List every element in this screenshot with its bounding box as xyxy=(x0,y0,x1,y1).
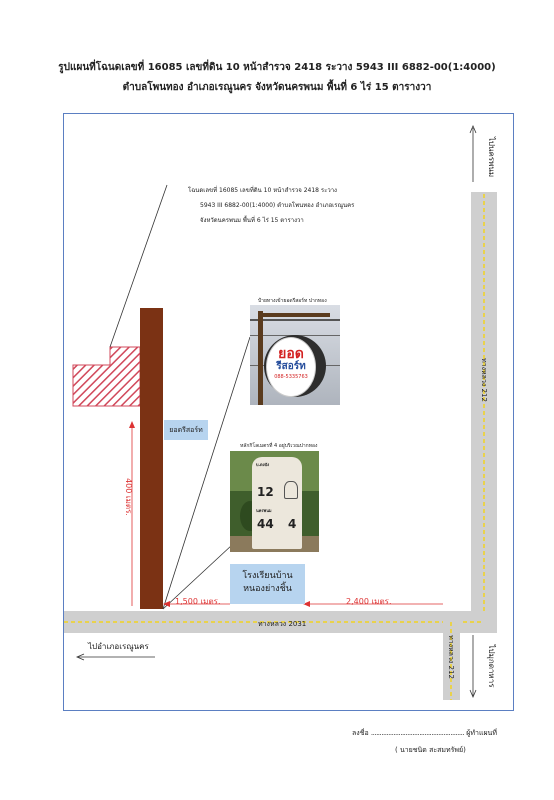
road-212-lower-label: ทางหลวง 212 xyxy=(447,635,455,679)
distance-400m-label: 400 เมตร. xyxy=(124,478,133,516)
km-num2: 44 xyxy=(257,517,274,531)
distance-1500m-label: 1,500 เมตร. xyxy=(175,597,221,606)
signatory-name: ( นายชนิด สะสมทรัพย์) xyxy=(395,746,466,754)
sign-text-main: ยอด xyxy=(278,346,304,362)
entry-lane xyxy=(140,308,163,609)
km-num3: 4 xyxy=(288,517,297,531)
km-num1: 12 xyxy=(257,485,274,499)
school-line2: หนองย่างชิ้น xyxy=(243,584,292,594)
map-frame xyxy=(63,113,514,711)
school-line1: โรงเรียนบ้าน xyxy=(242,571,293,581)
school-label: โรงเรียนบ้าน หนองย่างชิ้น xyxy=(230,564,305,604)
distance-2400m-label: 2,400 เมตร. xyxy=(346,597,392,606)
signature-role: ผู้ทำแผนที่ xyxy=(466,729,497,737)
to-mukdahan-label: ไปมุกดาหาร xyxy=(487,644,496,688)
sign-photo-caption: ป้ายทางเข้ายอดรีสอร์ท ปากทอง xyxy=(258,298,327,304)
road-2031-label: ทางหลวง 2031 xyxy=(258,620,307,628)
sign-text-sub: รีสอร์ท xyxy=(276,361,306,372)
signature-dots: ........................................… xyxy=(370,729,465,737)
signature-line: ลงชื่อ .................................… xyxy=(352,728,497,739)
km-crest-icon xyxy=(284,481,298,499)
map-title-line1: รูปแผนที่โฉนดเลขที่ 16085 เลขที่ดิน 10 ห… xyxy=(58,62,496,73)
to-nakhon-phanom-label: ไปนครพนม xyxy=(487,136,496,178)
resort-label: ยอดรีสอร์ท xyxy=(164,420,208,440)
sign-phone: 088-5335763 xyxy=(274,374,308,380)
km-line2: นครพนม xyxy=(256,508,272,513)
km-post-photo: บ.ดงบัง 12 นครพนม 44 4 xyxy=(230,451,319,552)
to-renu-nakhon-label: ไปอำเภอเรณูนคร xyxy=(88,642,149,651)
parcel-note-line3: จังหวัดนครพนม พื้นที่ 6 ไร่ 15 ตารางวา xyxy=(200,217,304,224)
km-photo-caption: หลักกิโลเมตรที่ 4 อยู่บริเวณปากทอง xyxy=(240,443,318,449)
km-line1: บ.ดงบัง xyxy=(256,462,270,467)
land-parcel-hatched xyxy=(72,346,141,407)
road-2031 xyxy=(64,611,497,633)
road-212-upper-label: ทางหลวง 212 xyxy=(480,358,488,402)
parcel-note-line1: โฉนดเลขที่ 16085 เลขที่ดิน 10 หน้าสำรวจ … xyxy=(188,187,337,194)
sign-photo: ยอด รีสอร์ท 088-5335763 xyxy=(250,305,340,405)
parcel-note-line2: 5943 III 6882-00(1:4000) ตำบลโพนทอง อำเภ… xyxy=(200,202,355,209)
map-title-line2: ตำบลโพนทอง อำเภอเรณูนคร จังหวัดนครพนม พื… xyxy=(122,82,432,93)
parcel-note: โฉนดเลขที่ 16085 เลขที่ดิน 10 หน้าสำรวจ … xyxy=(188,183,355,228)
signature-label: ลงชื่อ xyxy=(352,729,369,737)
